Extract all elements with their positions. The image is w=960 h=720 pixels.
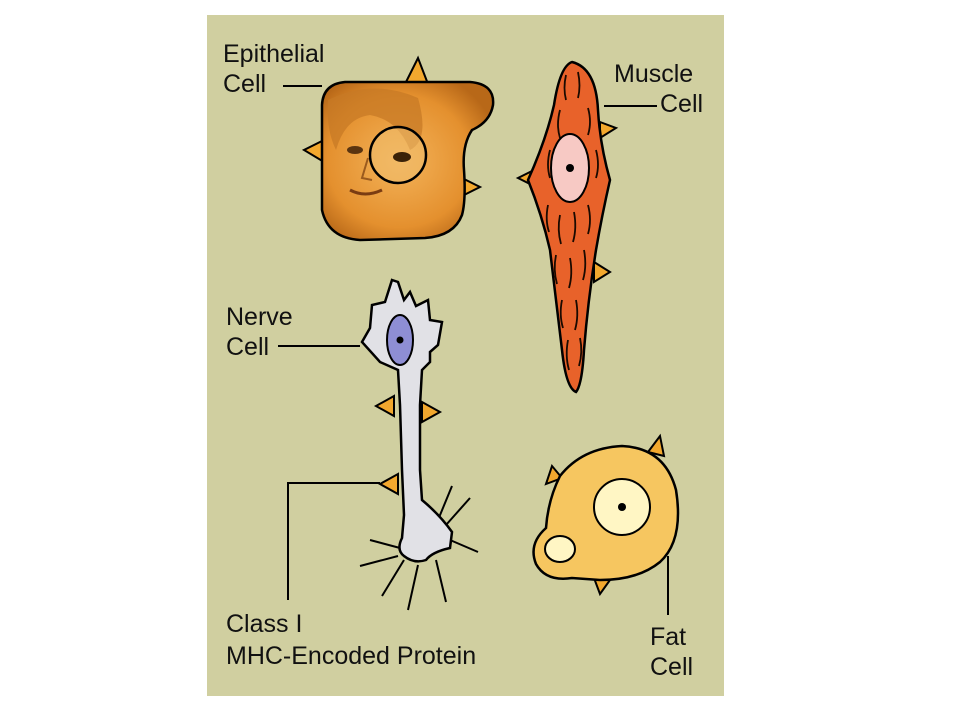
nerve-cell-body — [360, 278, 454, 563]
nerve-label: Nerve — [226, 303, 293, 331]
muscle-cell-body — [526, 60, 612, 394]
protein-spike — [421, 400, 443, 424]
fat-nucleus — [544, 535, 576, 563]
leader-line — [287, 482, 380, 600]
nerve-label: Cell — [226, 333, 269, 361]
epithelial-label: Cell — [223, 70, 266, 98]
epithelial-cell: Epithelial Cell — [223, 40, 495, 242]
protein-label: Class I — [226, 610, 302, 638]
protein-spike — [377, 472, 399, 496]
nerve-nucleolus — [396, 336, 404, 344]
fat-label: Fat — [650, 623, 686, 651]
fat-nucleolus — [618, 503, 626, 511]
protein-spike — [404, 55, 430, 86]
protein-callout: Class I MHC-Encoded Protein — [226, 482, 476, 670]
protein-spike — [599, 120, 619, 140]
face-image — [327, 88, 423, 196]
protein-spike — [646, 433, 666, 458]
muscle-label: Muscle — [614, 60, 693, 88]
fat-cell: Fat Cell — [532, 433, 693, 681]
epithelial-label: Epithelial — [223, 40, 324, 68]
muscle-cell: Muscle Cell — [515, 60, 703, 394]
eye — [393, 152, 411, 162]
nerve-cell: Nerve Cell — [226, 278, 479, 611]
fat-label: Cell — [650, 653, 693, 681]
muscle-striations — [545, 71, 599, 371]
protein-spike — [593, 260, 612, 284]
muscle-nucleolus — [566, 164, 574, 172]
dendrites — [359, 485, 479, 611]
muscle-label: Cell — [660, 90, 703, 118]
protein-spike — [373, 394, 395, 418]
protein-label: MHC-Encoded Protein — [226, 642, 476, 670]
